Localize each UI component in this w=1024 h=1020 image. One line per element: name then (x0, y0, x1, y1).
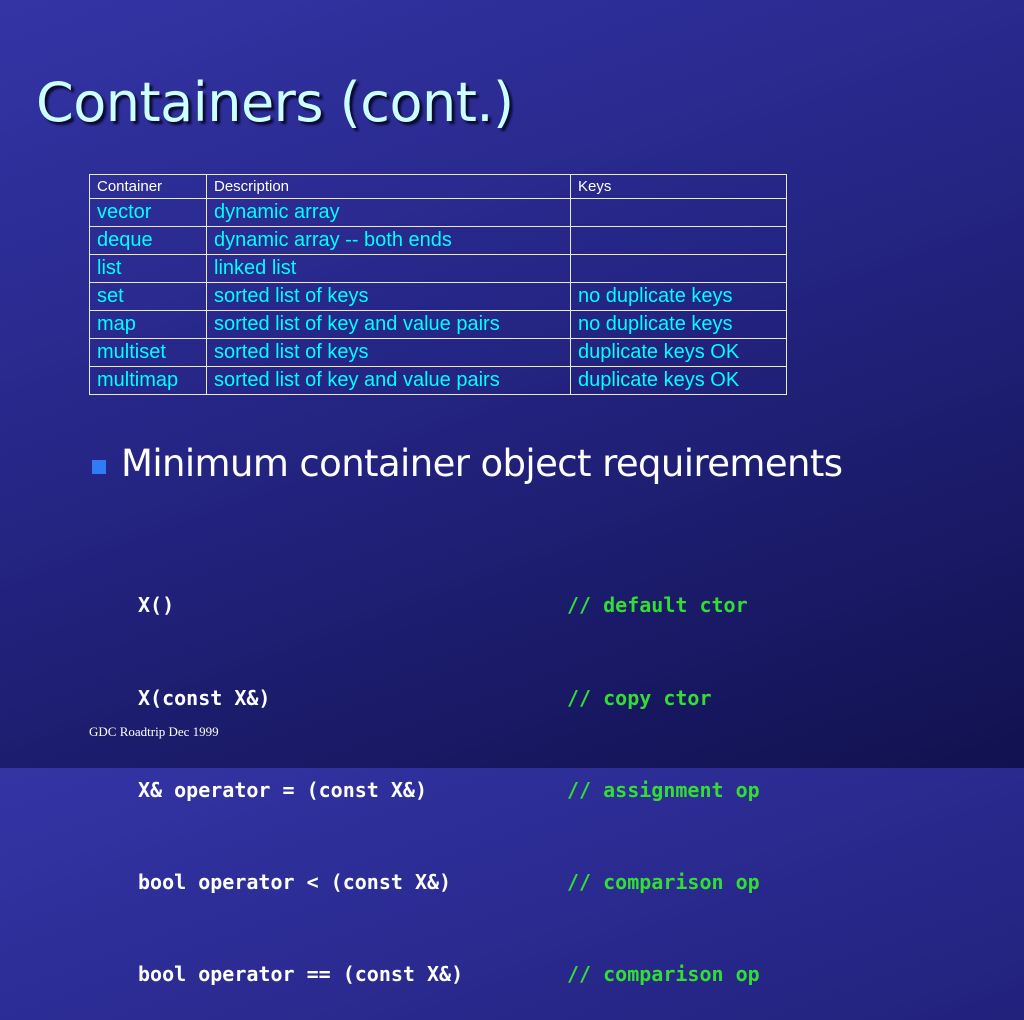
bullet-point: Minimum container object requirements (92, 442, 843, 485)
container-cell: list (89, 254, 207, 283)
description-cell: dynamic array (206, 198, 571, 227)
code-line: X() // default ctor (138, 590, 760, 621)
code-comment: // copy ctor (567, 685, 712, 710)
code-comment: // comparison op (567, 961, 760, 986)
description-cell: dynamic array -- both ends (206, 226, 571, 255)
keys-cell: no duplicate keys (570, 310, 787, 339)
slide-footer: GDC Roadtrip Dec 1999 (89, 724, 219, 739)
container-cell: vector (89, 198, 207, 227)
column-header-keys: Keys (570, 174, 787, 199)
code-signature: bool operator < (const X&) (138, 869, 452, 894)
code-signature: X& operator = (const X&) (138, 777, 427, 802)
description-cell: sorted list of keys (206, 338, 571, 367)
keys-cell: no duplicate keys (570, 282, 787, 311)
code-signature: bool operator == (const X&) (138, 961, 464, 986)
table-row: set sorted list of keys no duplicate key… (89, 282, 787, 311)
table-row: list linked list (89, 254, 787, 283)
slide-title: Containers (cont.) (36, 71, 514, 134)
keys-cell (570, 198, 787, 227)
bullet-text: Minimum container object requirements (121, 442, 843, 485)
column-header-description: Description (206, 174, 571, 199)
code-signature: X(const X&) (138, 685, 271, 710)
containers-table: Container Description Keys vector dynami… (89, 174, 787, 395)
code-block: X() // default ctor X(const X&) // copy … (138, 529, 760, 1020)
description-cell: sorted list of keys (206, 282, 571, 311)
description-cell: linked list (206, 254, 571, 283)
code-line: bool operator == (const X&) // compariso… (138, 959, 760, 990)
square-bullet-icon (92, 459, 106, 474)
code-comment: // comparison op (567, 869, 760, 894)
container-cell: map (89, 310, 207, 339)
code-line: X(const X&) // copy ctor (138, 683, 760, 714)
keys-cell: duplicate keys OK (570, 338, 787, 367)
code-comment: // assignment op (567, 777, 760, 802)
table-row: multiset sorted list of keys duplicate k… (89, 338, 787, 367)
description-cell: sorted list of key and value pairs (206, 366, 571, 395)
table-header-row: Container Description Keys (89, 174, 787, 199)
table-row: deque dynamic array -- both ends (89, 226, 787, 255)
code-signature: X() (138, 593, 175, 618)
keys-cell: duplicate keys OK (570, 366, 787, 395)
container-cell: multimap (89, 366, 207, 395)
code-line: X& operator = (const X&) // assignment o… (138, 775, 760, 806)
code-comment: // default ctor (567, 593, 748, 618)
keys-cell (570, 254, 787, 283)
column-header-container: Container (89, 174, 207, 199)
code-line: bool operator < (const X&) // comparison… (138, 867, 760, 898)
table-row: vector dynamic array (89, 198, 787, 227)
container-cell: set (89, 282, 207, 311)
container-cell: multiset (89, 338, 207, 367)
table-row: multimap sorted list of key and value pa… (89, 366, 787, 395)
container-cell: deque (89, 226, 207, 255)
description-cell: sorted list of key and value pairs (206, 310, 571, 339)
table-row: map sorted list of key and value pairs n… (89, 310, 787, 339)
keys-cell (570, 226, 787, 255)
